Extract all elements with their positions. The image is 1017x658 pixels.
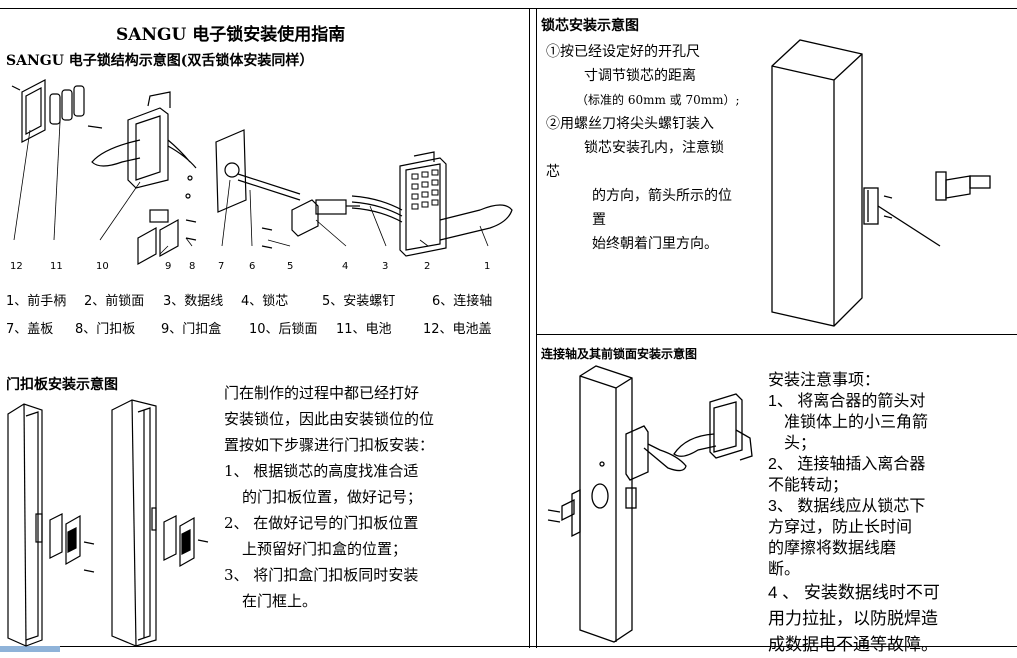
column-divider	[529, 8, 530, 648]
part-9: 9、门扣盒	[161, 322, 222, 337]
top-rule	[0, 8, 1017, 9]
callout-12: 12	[10, 261, 23, 272]
page-title: SANGU 电子锁安装使用指南	[116, 25, 346, 45]
bottom-rule	[0, 646, 1017, 647]
part-10: 10、后锁面	[249, 322, 318, 337]
structure-subtitle: SANGU 电子锁结构示意图(双舌锁体安装同样）	[6, 53, 314, 69]
cylinder-title: 锁芯安装示意图	[541, 18, 639, 34]
callout-5: 5	[287, 261, 294, 272]
callout-1: 1	[484, 261, 491, 272]
note-3-cont: 方穿过，防止长时间	[768, 519, 913, 536]
note-4-cont-2: 成数据电不通等故障。	[768, 635, 938, 654]
part-12: 12、电池盖	[423, 322, 492, 337]
part-3: 3、数据线	[163, 294, 224, 309]
note-3-cont-2: 的摩擦将数据线磨	[768, 540, 897, 557]
part-2: 2、前锁面	[84, 294, 145, 309]
callout-2: 2	[424, 261, 431, 272]
spindle-title: 连接轴及其前锁面安装示意图	[541, 347, 698, 361]
strike-plate-diagram	[7, 399, 209, 647]
callout-10: 10	[96, 261, 109, 272]
spindle-diagram	[547, 365, 753, 643]
strike-line-3: 置按如下步骤进行门扣板安装：	[224, 436, 435, 454]
strike-step-3-cont: 在门框上。	[242, 592, 318, 610]
strike-step-1-cont: 的门扣板位置，做好记号；	[242, 488, 423, 506]
strike-step-3: 3、 将门扣盒门扣板同时安装	[224, 566, 419, 584]
cylinder-line-3: （标准的 60mm 或 70mm）;	[576, 93, 740, 107]
part-1: 1、前手柄	[6, 294, 67, 309]
callout-6: 6	[249, 261, 256, 272]
note-1-cont-2: 头；	[784, 435, 817, 452]
cylinder-line-1: ①按已经设定好的开孔尺	[546, 44, 700, 60]
note-4: 4 、 安装数据线时不可	[768, 583, 940, 602]
cylinder-line-4: ②用螺丝刀将尖头螺钉装入	[546, 116, 714, 132]
cylinder-line-9: 始终朝着门里方向。	[592, 236, 718, 252]
note-3: 3、 数据线应从锁芯下	[768, 498, 926, 515]
note-3-cont-3: 断。	[768, 561, 801, 578]
note-2-cont: 不能转动；	[768, 477, 849, 494]
taskbar-strip	[0, 646, 60, 652]
callout-11: 11	[50, 261, 63, 272]
cylinder-line-8: 置	[592, 212, 606, 228]
part-7: 7、盖板	[6, 322, 54, 337]
right-section-divider	[536, 334, 1017, 335]
strike-step-1: 1、 根据锁芯的高度找准合适	[224, 462, 419, 480]
part-5: 5、安装螺钉	[322, 294, 396, 309]
cylinder-line-6: 芯	[546, 164, 560, 180]
callout-9: 9	[165, 261, 172, 272]
notes-title: 安装注意事项：	[768, 372, 881, 389]
part-8: 8、门扣板	[75, 322, 136, 337]
strike-instructions: 门在制作的过程中都已经打好 安装锁位，因此由安装锁位的位 置按如下步骤进行门扣板…	[224, 380, 434, 614]
cylinder-line-7: 的方向，箭头所示的位	[592, 188, 732, 204]
note-1-cont: 准锁体上的小三角箭	[784, 414, 929, 431]
strike-step-2-cont: 上预留好门扣盒的位置；	[242, 540, 408, 558]
exploded-lock-diagram	[11, 79, 513, 266]
callout-3: 3	[382, 261, 389, 272]
part-6: 6、连接轴	[432, 294, 493, 309]
part-4: 4、锁芯	[241, 294, 289, 309]
part-11: 11、电池	[336, 322, 392, 337]
cylinder-instructions: ①按已经设定好的开孔尺 寸调节锁芯的距离 （标准的 60mm 或 70mm）; …	[546, 40, 740, 256]
column-divider-2	[536, 8, 537, 648]
cylinder-line-5: 锁芯安装孔内，注意锁	[584, 140, 724, 156]
install-notes: 安装注意事项： 1、 将离合器的箭头对 准锁体上的小三角箭 头； 2、 连接轴插…	[768, 370, 940, 658]
strike-line-2: 安装锁位，因此由安装锁位的位	[224, 410, 435, 428]
strike-plate-title: 门扣板安装示意图	[6, 377, 118, 393]
cylinder-line-2: 寸调节锁芯的距离	[584, 68, 696, 84]
note-2: 2、 连接轴插入离合器	[768, 456, 926, 473]
strike-line-1: 门在制作的过程中都已经打好	[224, 384, 420, 402]
callout-4: 4	[342, 261, 349, 272]
strike-step-2: 2、 在做好记号的门扣板位置	[224, 514, 419, 532]
callout-8: 8	[189, 261, 196, 272]
note-1: 1、 将离合器的箭头对	[768, 393, 926, 410]
note-4-cont: 用力拉扯，以防脱焊造	[768, 609, 938, 628]
callout-7: 7	[218, 261, 225, 272]
cylinder-diagram	[771, 39, 991, 327]
